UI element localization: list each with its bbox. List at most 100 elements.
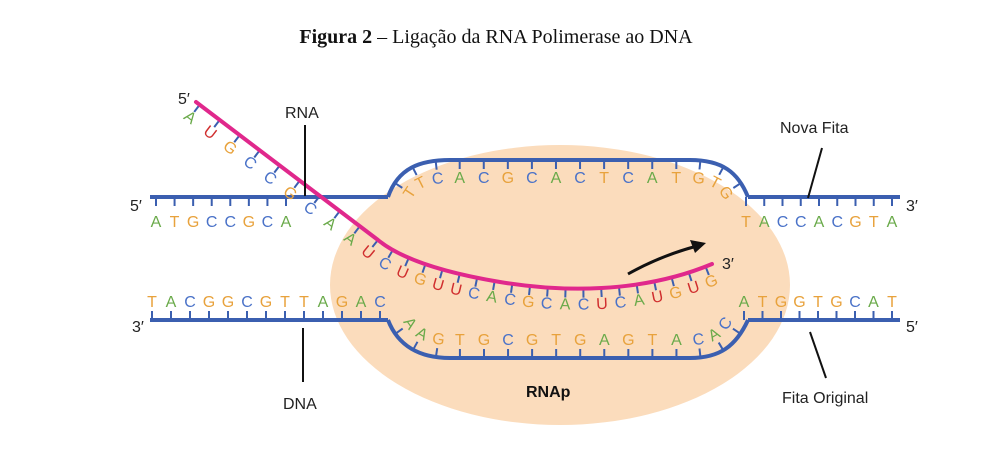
rna-upper-base: C bbox=[260, 168, 279, 189]
rna-lower-base: A bbox=[633, 292, 646, 310]
top-left-base: C bbox=[225, 214, 237, 231]
rnap-label: RNAp bbox=[526, 384, 571, 401]
rna-lower-base: C bbox=[540, 295, 553, 313]
bottom-bubble-base: T bbox=[455, 332, 465, 349]
bottom-bubble-base: G bbox=[622, 332, 634, 349]
top-right-3prime-label: 3′ bbox=[906, 198, 918, 215]
bottom-bubble-base: G bbox=[478, 332, 490, 349]
rna-label: RNA bbox=[285, 105, 319, 122]
top-left-base: G bbox=[243, 214, 255, 231]
bottom-bubble-tick bbox=[434, 347, 439, 358]
bottom-bubble-tick bbox=[698, 348, 702, 358]
rna-lower-base: G bbox=[703, 272, 721, 292]
top-bubble-tick bbox=[732, 182, 742, 189]
bottom-left-base: G bbox=[260, 294, 272, 311]
rna-lower-base: A bbox=[485, 288, 499, 307]
rna-upper-base: A bbox=[180, 108, 199, 128]
top-left-5prime-label: 5′ bbox=[130, 198, 142, 215]
bottom-right-base: C bbox=[849, 294, 861, 311]
bottom-right-base: G bbox=[793, 294, 805, 311]
backbone-topBubble bbox=[386, 158, 750, 198]
bottom-right-base: A bbox=[868, 294, 879, 311]
top-bubble-tick bbox=[411, 166, 418, 176]
top-bubble-tick bbox=[718, 166, 725, 176]
bottom-left-base: C bbox=[374, 294, 386, 311]
bottom-right-base: T bbox=[887, 294, 897, 311]
top-left-base: C bbox=[206, 214, 218, 231]
top-bubble-base: G bbox=[502, 170, 514, 187]
fita-original-pointer-line bbox=[809, 331, 827, 379]
bottom-left-base: C bbox=[184, 294, 196, 311]
rna-upper-base: C bbox=[300, 199, 319, 220]
top-bubble-base: C bbox=[478, 170, 490, 187]
rna-lower-base: C bbox=[467, 285, 482, 304]
top-bubble-base: C bbox=[622, 170, 634, 187]
bottom-bubble-base: C bbox=[502, 332, 514, 349]
bottom-bubble-base: G bbox=[526, 332, 538, 349]
rna-lower-base: U bbox=[430, 276, 446, 296]
rna-lower-base: C bbox=[578, 297, 590, 314]
bottom-bubble-base: G bbox=[431, 330, 446, 349]
rna-lower-base: U bbox=[650, 288, 665, 307]
nova-fita-label: Nova Fita bbox=[780, 120, 849, 137]
rna-upper-base: G bbox=[220, 138, 240, 159]
rna-lower-base: G bbox=[668, 284, 684, 304]
transcription-direction-arrow bbox=[627, 244, 698, 276]
rna-lower-base: G bbox=[411, 270, 428, 290]
top-bubble-base: A bbox=[454, 170, 465, 187]
top-bubble-base: C bbox=[431, 170, 444, 188]
bottom-left-base: A bbox=[318, 294, 329, 311]
fita-original-label: Fita Original bbox=[782, 390, 868, 407]
arrowhead-icon bbox=[690, 240, 706, 253]
bottom-left-3prime-label: 3′ bbox=[132, 319, 144, 336]
top-bubble-base: C bbox=[574, 170, 586, 187]
bottom-right-base: A bbox=[739, 294, 750, 311]
bottom-bubble-tick bbox=[394, 327, 404, 335]
top-right-base: G bbox=[849, 214, 861, 231]
rna-polymerase-ellipse bbox=[330, 145, 790, 425]
rna-lower-base: C bbox=[503, 291, 517, 309]
bottom-left-base: T bbox=[147, 294, 157, 311]
rna-upper-base: A bbox=[320, 214, 339, 234]
top-left-base: T bbox=[170, 214, 180, 231]
top-right-base: C bbox=[795, 214, 807, 231]
top-left-base: A bbox=[281, 214, 292, 231]
rna-lower-base: A bbox=[560, 296, 571, 313]
top-right-base: T bbox=[869, 214, 879, 231]
bottom-left-base: T bbox=[280, 294, 290, 311]
rna-upper-base: G bbox=[280, 183, 300, 204]
bottom-bubble-base: T bbox=[551, 332, 561, 349]
rna-lower-base: U bbox=[596, 296, 608, 314]
top-bubble-base: G bbox=[692, 170, 706, 188]
bottom-left-base: A bbox=[166, 294, 177, 311]
rna-strand bbox=[194, 100, 714, 291]
bottom-bubble-base: C bbox=[692, 331, 705, 349]
bottom-left-base: C bbox=[241, 294, 253, 311]
rna-upper-base: C bbox=[240, 153, 259, 174]
top-bubble-base: C bbox=[526, 170, 538, 187]
bottom-left-base: G bbox=[222, 294, 234, 311]
top-bubble-base: A bbox=[647, 170, 658, 187]
top-bubble-base: T bbox=[671, 170, 681, 187]
top-right-base: A bbox=[759, 214, 770, 231]
bottom-right-base: T bbox=[813, 294, 823, 311]
rna-5prime-label: 5′ bbox=[178, 91, 190, 108]
bottom-bubble-tick bbox=[732, 327, 741, 335]
top-bubble-base: A bbox=[551, 170, 562, 187]
figure-title: Figura 2 – Ligação da RNA Polimerase ao … bbox=[0, 26, 992, 49]
top-right-base: C bbox=[831, 214, 843, 231]
top-left-base: A bbox=[151, 214, 162, 231]
top-left-base: G bbox=[187, 214, 199, 231]
bottom-left-base: G bbox=[203, 294, 215, 311]
rna-3prime-label: 3′ bbox=[722, 256, 734, 273]
figure-caption: – Ligação da RNA Polimerase ao DNA bbox=[372, 26, 693, 48]
rna-lower-base: G bbox=[521, 293, 535, 311]
bottom-bubble-base: G bbox=[574, 332, 586, 349]
bottom-right-5prime-label: 5′ bbox=[906, 319, 918, 336]
top-right-base: A bbox=[814, 214, 825, 231]
bottom-bubble-base: A bbox=[671, 332, 682, 349]
top-right-base: A bbox=[887, 214, 898, 231]
bottom-bubble-base: T bbox=[648, 332, 658, 349]
top-bubble-base: T bbox=[599, 170, 609, 187]
